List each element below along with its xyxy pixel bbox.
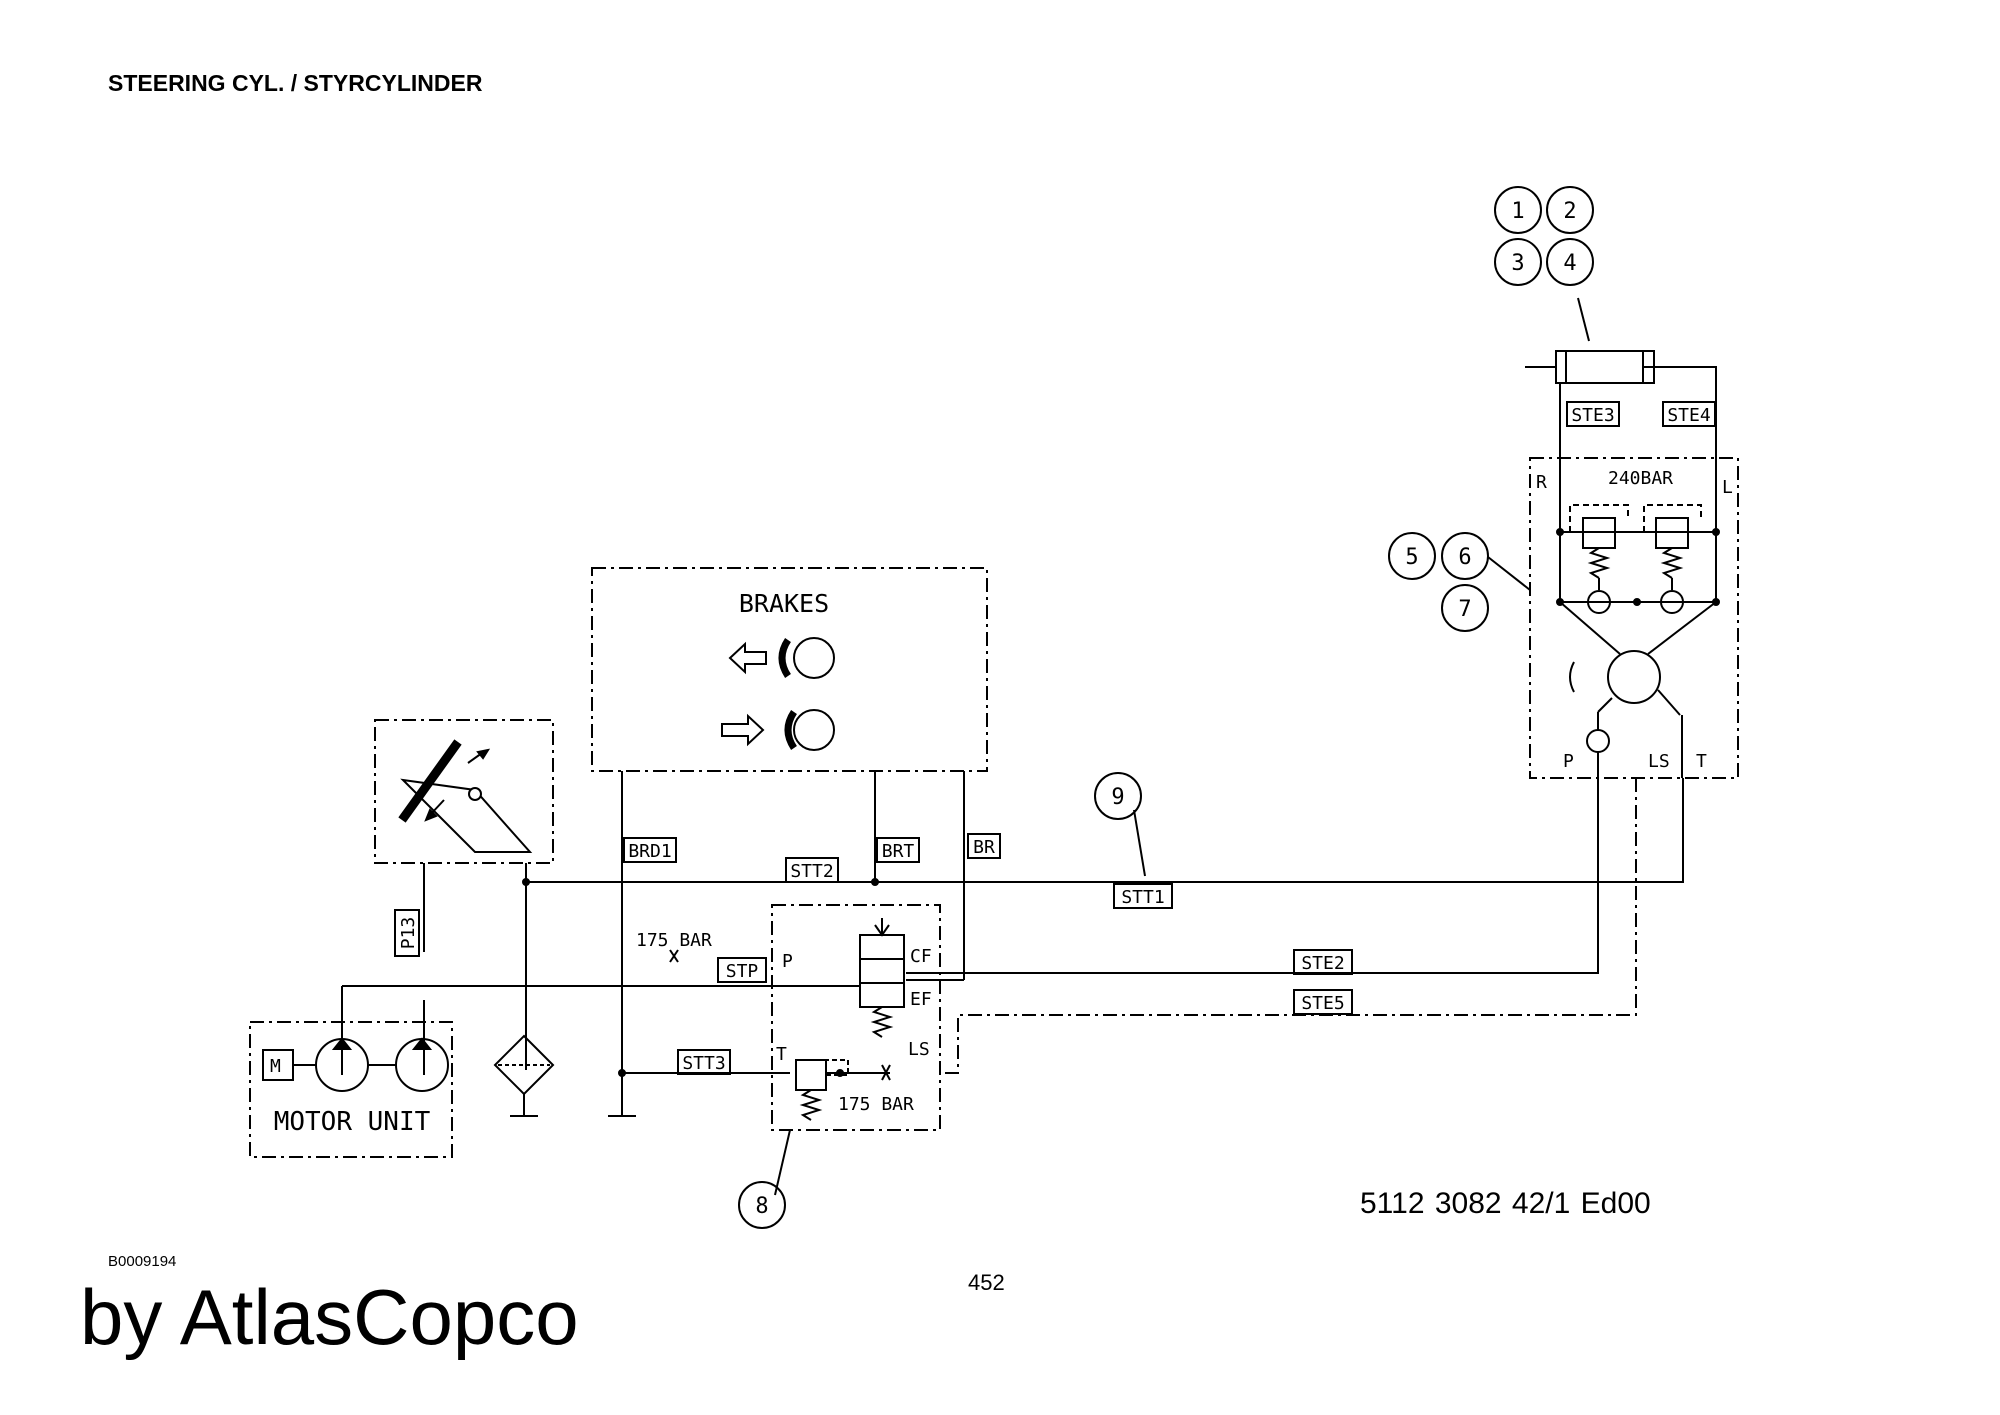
port-cf: CF [910, 946, 932, 967]
motor-unit-label: MOTOR UNIT [274, 1107, 431, 1137]
steering-wheel-arc [1569, 661, 1575, 693]
tag-ste2: STE2 [1301, 953, 1344, 974]
brake-pedal-icon [398, 739, 462, 823]
port-p-steer: P [1563, 751, 1574, 772]
port-ls-valve: LS [908, 1039, 930, 1060]
check-valve-right [1660, 590, 1684, 614]
tag-ste5: STE5 [1301, 993, 1344, 1014]
tag-ste3: STE3 [1571, 405, 1614, 426]
callout-3: 3 [1511, 251, 1524, 276]
callout-9: 9 [1111, 785, 1124, 810]
steering-cylinder [1555, 350, 1655, 384]
tag-brd1: BRD1 [628, 841, 671, 862]
tag-stt2: STT2 [790, 861, 833, 882]
callout-leader-5 [1487, 556, 1531, 591]
check-valve-p [1586, 729, 1610, 753]
priority-spool [859, 934, 905, 1008]
brakes-label: BRAKES [739, 589, 829, 618]
steering-motor [1607, 650, 1661, 704]
callout-8: 8 [755, 1194, 768, 1219]
tag-br: BR [973, 837, 995, 858]
relief-valve-175 [795, 1059, 827, 1091]
stt1-line [526, 778, 1684, 883]
filter-icon [493, 1034, 555, 1096]
label-240bar: 240BAR [1608, 468, 1673, 489]
callout-1: 1 [1511, 199, 1524, 224]
callout-6: 6 [1458, 545, 1471, 570]
brake-pedal-block-outline [374, 719, 554, 864]
motor-m-label: M [270, 1056, 281, 1077]
callout-5: 5 [1405, 545, 1418, 570]
label-175bar-bottom: 175 BAR [838, 1094, 914, 1115]
tag-stt1: STT1 [1121, 887, 1164, 908]
page-title: STEERING CYL. / STYRCYLINDER [108, 70, 483, 96]
port-p-valve: P [782, 951, 793, 972]
check-valve-left [1587, 590, 1611, 614]
port-t-steer: T [1696, 751, 1707, 772]
tag-p13: P13 [398, 917, 419, 950]
reference-code: B0009194 [108, 1253, 177, 1270]
brakes-block-outline [591, 567, 988, 772]
ste2-line [906, 778, 1599, 974]
tag-stt3: STT3 [682, 1053, 725, 1074]
tag-brt: BRT [882, 841, 915, 862]
port-l: L [1722, 477, 1733, 498]
port-t-valve: T [776, 1044, 787, 1065]
callout-7: 7 [1458, 597, 1471, 622]
callout-leader-8 [774, 1129, 791, 1196]
callout-4: 4 [1563, 251, 1576, 276]
callout-leader [1577, 297, 1590, 342]
tag-stp: STP [726, 961, 759, 982]
port-ef: EF [910, 989, 932, 1010]
page-number: 452 [968, 1270, 1005, 1295]
steering-unit-outline [1529, 457, 1739, 779]
callout-leader-9 [1133, 809, 1146, 877]
drawing-number: 5112 3082 42/1 Ed00 [1360, 1187, 1651, 1220]
ls-signal-line [940, 778, 1637, 1074]
tag-ste4: STE4 [1667, 405, 1710, 426]
priority-valve-outline [771, 904, 941, 1131]
callout-2: 2 [1563, 199, 1576, 224]
motor-unit-outline [249, 1021, 453, 1158]
brand-watermark: by AtlasCopco [80, 1273, 579, 1361]
port-ls-steer: LS [1648, 751, 1670, 772]
port-r: R [1536, 472, 1547, 493]
label-175bar-top: 175 BAR [636, 930, 712, 951]
